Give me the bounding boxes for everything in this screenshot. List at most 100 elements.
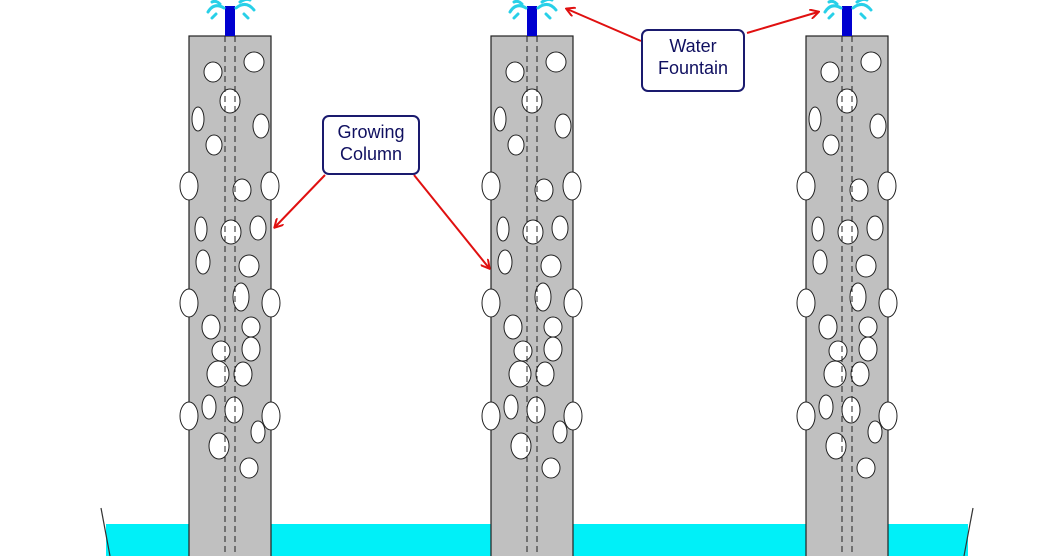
fountain-pipe (842, 6, 852, 36)
planting-hole (241, 336, 261, 362)
planting-hole (481, 401, 501, 431)
planting-hole (812, 249, 828, 275)
spray-right-top (855, 0, 869, 4)
planting-hole (820, 61, 840, 83)
spray-left (206, 4, 226, 14)
planting-hole (510, 432, 532, 460)
spray-right (234, 3, 256, 12)
planting-hole (541, 457, 561, 479)
planting-hole (552, 420, 568, 444)
planting-hole (878, 288, 898, 318)
planting-hole (261, 288, 281, 318)
water-fountain-icon (508, 0, 558, 20)
fountain-pipe (225, 6, 235, 36)
planting-hole (877, 171, 897, 201)
planting-hole (850, 361, 870, 387)
planting-hole (224, 396, 244, 424)
spray-drop-left (210, 12, 218, 20)
spray-drop-right (859, 12, 867, 20)
planting-hole (508, 360, 532, 388)
planting-hole (179, 288, 199, 318)
planting-hole (208, 432, 230, 460)
left-column (179, 0, 281, 556)
spray-left (823, 4, 843, 14)
planting-hole (211, 340, 231, 362)
planting-hole (507, 134, 525, 156)
planting-hole (260, 171, 280, 201)
planting-hole (261, 401, 281, 431)
spray-left-top (210, 0, 222, 6)
planting-hole (858, 336, 878, 362)
planting-hole (543, 336, 563, 362)
planting-hole (796, 171, 816, 201)
planting-hole (796, 401, 816, 431)
reservoir-right-wall (963, 507, 974, 556)
planting-hole (233, 361, 253, 387)
water-fountain-callout: Water Fountain (641, 29, 745, 92)
planting-hole (179, 171, 199, 201)
middle-column (481, 0, 583, 556)
planting-hole (250, 420, 266, 444)
pointer-arrow-icon (275, 174, 326, 227)
planting-hole (503, 314, 523, 340)
spray-right-top (540, 0, 554, 4)
spray-right-top (238, 0, 252, 4)
planting-hole (241, 316, 261, 338)
planting-hole (808, 106, 822, 132)
growing-column-callout: Growing Column (322, 115, 420, 175)
right-column (796, 0, 898, 556)
spray-drop-right (242, 12, 250, 20)
planting-hole (534, 282, 552, 312)
planting-hole (818, 314, 838, 340)
spray-drop-left (512, 12, 520, 20)
planting-hole (796, 288, 816, 318)
planting-hole (201, 314, 221, 340)
spray-left-top (512, 0, 524, 6)
water-fountain-icon (823, 0, 873, 20)
planting-hole (860, 51, 882, 73)
planting-hole (496, 216, 510, 242)
planting-hole (535, 361, 555, 387)
planting-hole (878, 401, 898, 431)
planting-hole (836, 88, 858, 114)
pointer-arrow-icon (413, 174, 489, 268)
planting-hole (239, 457, 259, 479)
fountain-pipe (527, 6, 537, 36)
pointer-arrow-icon (746, 12, 818, 34)
growing-column-label-line2: Column (339, 144, 403, 164)
planting-hole (526, 396, 546, 424)
planting-hole (818, 394, 834, 420)
water-fountain-icon (206, 0, 256, 20)
planting-hole (545, 51, 567, 73)
planting-hole (219, 88, 241, 114)
spray-left-top (827, 0, 839, 6)
planting-hole (563, 288, 583, 318)
planting-hole (493, 106, 507, 132)
planting-hole (232, 178, 252, 202)
planting-hole (521, 88, 543, 114)
planting-hole (481, 171, 501, 201)
planting-hole (522, 219, 544, 245)
planting-hole (822, 134, 840, 156)
water-fountain-label-line1: Water (669, 36, 717, 56)
planting-hole (856, 457, 876, 479)
planting-hole (191, 106, 205, 132)
planting-hole (849, 282, 867, 312)
planting-hole (562, 171, 582, 201)
planting-hole (503, 394, 519, 420)
planting-hole (534, 178, 554, 202)
planting-hole (866, 215, 884, 241)
water-fountain-label-line2: Fountain (657, 58, 729, 78)
planting-hole (551, 215, 569, 241)
spray-right (536, 3, 558, 12)
spray-drop-left (827, 12, 835, 20)
planting-hole (205, 134, 223, 156)
growing-column-label-line1: Growing (337, 122, 405, 142)
planting-hole (249, 215, 267, 241)
planting-hole (238, 254, 260, 278)
planting-hole (206, 360, 230, 388)
reservoir-left-wall (100, 507, 111, 556)
spray-left (508, 4, 528, 14)
spray-right (851, 3, 873, 12)
planting-hole (543, 316, 563, 338)
